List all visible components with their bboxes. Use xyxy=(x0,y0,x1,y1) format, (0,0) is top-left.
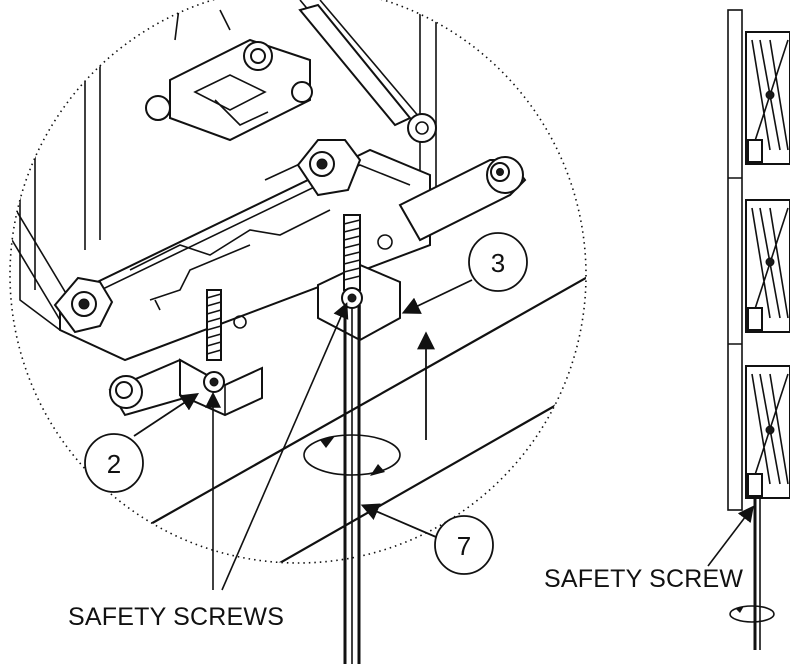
detail-view xyxy=(9,0,587,664)
side-rotation-arrow-icon xyxy=(729,605,775,623)
callout-2-number: 2 xyxy=(107,449,121,479)
callout-7-number: 7 xyxy=(457,531,471,561)
left-safety-screw-assembly xyxy=(179,289,263,417)
safety-screw-label: SAFETY SCREW xyxy=(544,565,743,593)
side-module-top xyxy=(745,31,790,165)
side-module-middle xyxy=(745,199,790,333)
drive-shaft xyxy=(343,305,361,664)
callout-3: 3 xyxy=(401,232,528,314)
frame-rails xyxy=(10,0,437,331)
upper-clamp xyxy=(145,38,313,142)
safety-screws-label: SAFETY SCREWS xyxy=(68,603,284,631)
side-elevation-view: SAFETY SCREW xyxy=(544,9,790,650)
side-module-bottom xyxy=(745,365,790,499)
callout-7: 7 xyxy=(360,503,494,575)
rotation-arrow-icon xyxy=(303,434,401,476)
detail-circle xyxy=(9,0,587,564)
callout-2: 2 xyxy=(84,393,200,493)
callout-3-number: 3 xyxy=(491,248,505,278)
safety-screws-label-group: SAFETY SCREWS xyxy=(68,302,349,631)
upper-star-knob xyxy=(296,139,362,197)
right-roller xyxy=(398,156,527,242)
floor-lines xyxy=(139,269,586,563)
left-star-knob xyxy=(53,276,114,334)
diagonal-rod xyxy=(298,3,437,143)
